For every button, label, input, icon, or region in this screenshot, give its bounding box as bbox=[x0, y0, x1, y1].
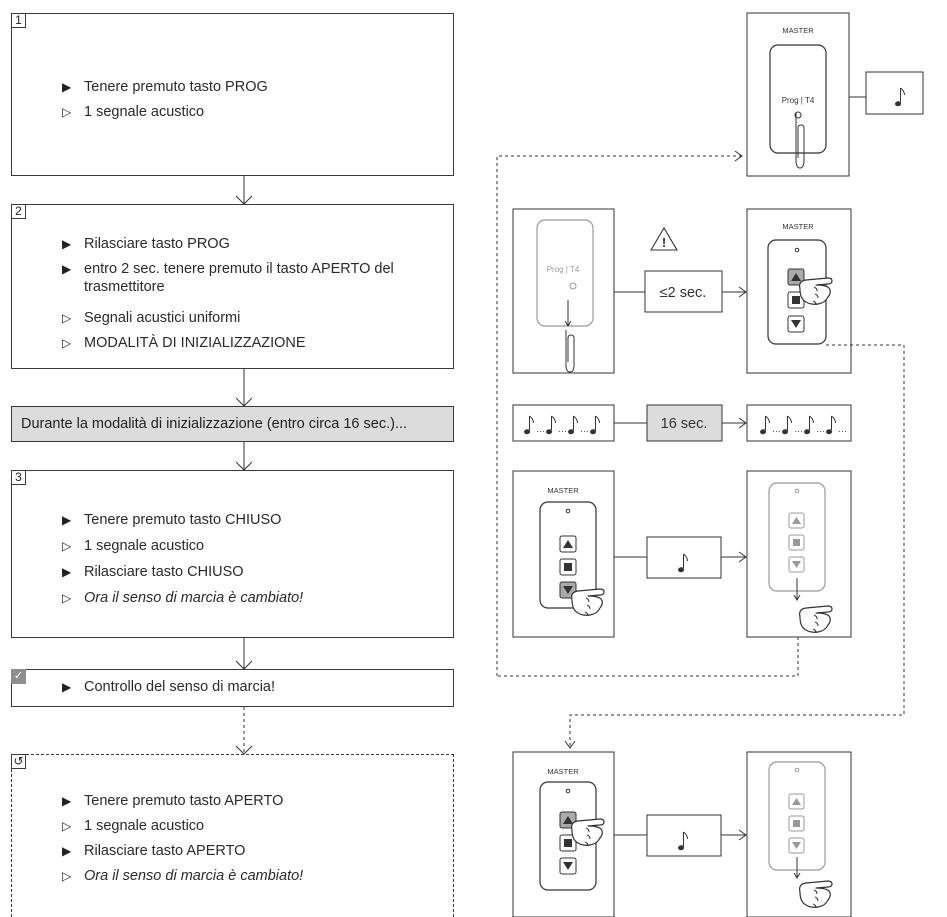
svg-text:…: … bbox=[536, 424, 545, 434]
svg-text:…: … bbox=[580, 424, 589, 434]
svg-text:…: … bbox=[794, 424, 803, 434]
svg-text:…: … bbox=[558, 424, 567, 434]
svg-text:MASTER: MASTER bbox=[782, 222, 814, 231]
master-up-illustration: MASTER bbox=[513, 752, 851, 917]
svg-text:…: … bbox=[772, 424, 781, 434]
svg-text:MASTER: MASTER bbox=[782, 26, 814, 35]
prog-release-illustration: Prog | T4 ! ≤2 sec. MASTER bbox=[513, 209, 851, 373]
svg-text:Prog | T4: Prog | T4 bbox=[547, 265, 580, 274]
svg-text:MASTER: MASTER bbox=[547, 486, 579, 495]
svg-text:Prog | T4: Prog | T4 bbox=[782, 96, 815, 105]
svg-text:≤2 sec.: ≤2 sec. bbox=[660, 285, 707, 301]
svg-text:!: ! bbox=[662, 235, 666, 250]
master-down-illustration: MASTER bbox=[513, 471, 851, 637]
svg-text:MASTER: MASTER bbox=[547, 767, 579, 776]
svg-text:…: … bbox=[816, 424, 825, 434]
beeps-duration-illustration: … … … 16 sec. … … … … bbox=[513, 405, 851, 441]
left-flow-arrows bbox=[236, 176, 252, 754]
svg-text:…: … bbox=[838, 424, 847, 434]
master-prog-illustration: MASTER Prog | T4 bbox=[747, 13, 923, 176]
svg-text:16 sec.: 16 sec. bbox=[661, 416, 708, 432]
